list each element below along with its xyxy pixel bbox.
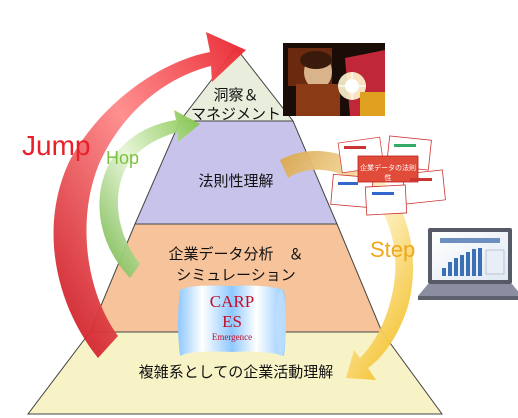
tier-3-label: 企業データ分析 ＆ シミュレーション	[150, 244, 322, 286]
hop-arrow	[99, 110, 200, 278]
tier-base-label: 複雑系としての企業活動理解	[138, 363, 334, 381]
badge-emergence: Emergence	[211, 332, 253, 342]
badge-carp: CARP	[209, 292, 255, 311]
insight-photo	[283, 43, 385, 116]
tier-top-line2: マネジメント	[190, 105, 281, 123]
laptop-icon	[418, 228, 518, 300]
carp-es-badge	[178, 285, 286, 356]
tier-3-line1: 企業データ分析 ＆	[168, 245, 304, 263]
carp-es-text: CARP ES Emergence	[186, 292, 278, 343]
tier-top-line1: 洞察＆	[213, 86, 259, 104]
hop-label: Hop	[106, 148, 140, 168]
documents-caption: 企業データの法則性	[360, 164, 416, 182]
tier-top-label: 洞察＆ マネジメント	[190, 86, 282, 124]
badge-es: ES	[222, 312, 242, 331]
step-arrow	[280, 151, 414, 380]
tier-3-line2: シミュレーション	[176, 266, 296, 284]
jump-label: Jump	[22, 130, 91, 161]
step-label: Step	[370, 237, 416, 262]
documents-cluster	[330, 135, 446, 216]
jump-arrow	[53, 32, 246, 358]
tier-2-label: 法則性理解	[198, 172, 274, 190]
